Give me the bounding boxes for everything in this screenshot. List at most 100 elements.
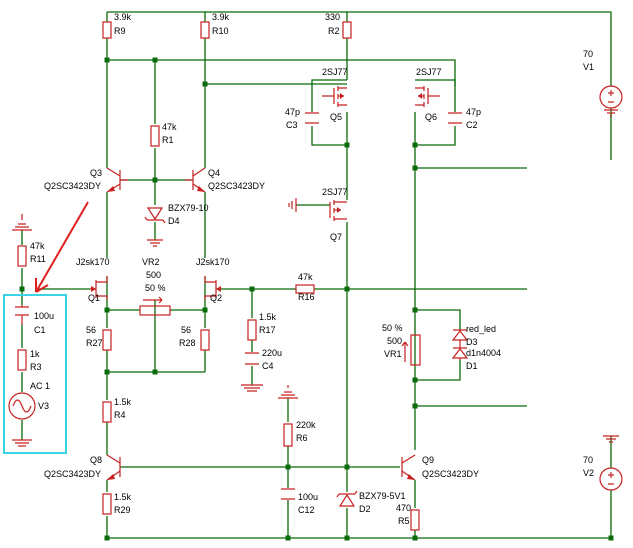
svg-text:47k: 47k — [162, 122, 177, 132]
svg-text:V1: V1 — [583, 62, 594, 72]
ground-symbol-d4 — [147, 239, 163, 247]
svg-text:D4: D4 — [168, 216, 180, 226]
transistor-q2: J2sk170 Q2 — [196, 257, 230, 303]
svg-text:D2: D2 — [359, 504, 371, 514]
svg-text:Q2SC3423DY: Q2SC3423DY — [208, 181, 265, 191]
svg-text:BZX79-10: BZX79-10 — [168, 203, 209, 213]
svg-text:Q9: Q9 — [422, 455, 434, 465]
svg-text:AC 1: AC 1 — [30, 381, 50, 391]
svg-text:2SJ77: 2SJ77 — [322, 187, 348, 197]
svg-text:47p: 47p — [285, 107, 300, 117]
resistor-r3: 1k R3 — [17, 349, 42, 372]
svg-text:56: 56 — [181, 325, 191, 335]
transistor-q3: Q3 Q2SC3423DY — [44, 167, 128, 193]
svg-text:50 %: 50 % — [145, 283, 166, 293]
svg-text:R9: R9 — [114, 26, 126, 36]
svg-text:R3: R3 — [30, 362, 42, 372]
svg-text:red_led: red_led — [466, 324, 496, 334]
svg-text:Q1: Q1 — [88, 293, 100, 303]
ground-symbol-q7-gate — [288, 198, 297, 212]
svg-text:1.5k: 1.5k — [259, 312, 277, 322]
svg-text:100u: 100u — [34, 311, 54, 321]
ground-symbol-c4 — [241, 384, 263, 392]
svg-text:100u: 100u — [298, 492, 318, 502]
svg-text:C3: C3 — [286, 120, 298, 130]
svg-text:V2: V2 — [583, 468, 594, 478]
svg-text:220u: 220u — [262, 348, 282, 358]
svg-text:70: 70 — [583, 455, 593, 465]
svg-text:47k: 47k — [30, 241, 45, 251]
resistor-r27: 56 R27 — [86, 325, 112, 351]
capacitor-c2: 47p C2 — [448, 107, 481, 130]
resistor-r9: 3.9k R9 — [102, 12, 132, 39]
svg-text:C4: C4 — [262, 361, 274, 371]
svg-text:J2sk170: J2sk170 — [196, 257, 230, 267]
transistor-q9: Q9 Q2SC3423DY — [401, 454, 479, 481]
svg-text:C1: C1 — [34, 325, 46, 335]
svg-text:VR1: VR1 — [384, 349, 402, 359]
svg-text:Q4: Q4 — [208, 168, 220, 178]
svg-text:D3: D3 — [466, 337, 478, 347]
resistor-r1: 47k R1 — [150, 122, 177, 147]
svg-text:2SJ77: 2SJ77 — [416, 67, 442, 77]
svg-text:Q7: Q7 — [330, 232, 342, 242]
svg-text:Q3: Q3 — [90, 168, 102, 178]
svg-text:R6: R6 — [296, 433, 308, 443]
svg-text:VR2: VR2 — [142, 257, 160, 267]
svg-text:R29: R29 — [114, 505, 131, 515]
svg-text:Q8: Q8 — [90, 455, 102, 465]
capacitor-c12: 100u C12 — [281, 488, 318, 515]
capacitor-c1: 100u C1 — [15, 305, 54, 335]
resistor-r5: 470 R5 — [396, 503, 420, 531]
ground-symbol-v2 — [603, 435, 619, 443]
svg-text:R16: R16 — [298, 292, 315, 302]
resistor-r11: 47k R11 — [17, 241, 46, 267]
transistor-q4: Q4 Q2SC3423DY — [185, 167, 265, 193]
svg-text:R1: R1 — [162, 135, 174, 145]
transistor-q1: J2sk170 Q1 — [76, 257, 110, 303]
ground-symbol-v1 — [604, 109, 618, 117]
svg-text:C2: C2 — [466, 120, 478, 130]
ground-symbol-r6 — [278, 385, 298, 399]
svg-text:Q5: Q5 — [330, 112, 342, 122]
svg-text:R4: R4 — [114, 410, 126, 420]
svg-text:50 %: 50 % — [382, 323, 403, 333]
zener-d2: BZX79-5V1 D2 — [336, 490, 406, 514]
transistor-q5: 2SJ77 Q5 — [322, 67, 348, 122]
transistor-q7: 2SJ77 Q7 — [322, 187, 348, 242]
svg-text:V3: V3 — [38, 401, 49, 411]
svg-text:500: 500 — [146, 270, 161, 280]
svg-text:D1: D1 — [466, 361, 478, 371]
resistor-r16: 47k R16 — [295, 272, 315, 302]
ground-symbol-input — [12, 439, 32, 447]
svg-text:1.5k: 1.5k — [114, 397, 132, 407]
svg-text:R11: R11 — [30, 254, 46, 264]
resistor-r4: 1.5k R4 — [102, 397, 132, 423]
diode-d1: d1n4004 D1 — [451, 340, 501, 371]
red-arrow-annotation — [35, 201, 89, 293]
svg-text:220k: 220k — [296, 420, 316, 430]
resistor-r17: 1.5k R17 — [247, 312, 277, 341]
svg-text:Q2SC3423DY: Q2SC3423DY — [422, 469, 479, 479]
svg-text:56: 56 — [86, 325, 96, 335]
svg-text:Q6: Q6 — [425, 112, 437, 122]
svg-text:Q2SC3423DY: Q2SC3423DY — [44, 469, 101, 479]
svg-text:3.9k: 3.9k — [212, 12, 230, 22]
svg-text:1k: 1k — [30, 349, 40, 359]
svg-text:R2: R2 — [328, 26, 340, 36]
zener-d4: BZX79-10 D4 — [144, 203, 209, 226]
svg-text:470: 470 — [396, 503, 411, 513]
svg-text:R17: R17 — [259, 325, 276, 335]
svg-text:C12: C12 — [298, 505, 315, 515]
svg-text:Q2: Q2 — [210, 293, 222, 303]
voltage-source-v2: 70 V2 — [583, 455, 623, 491]
potentiometer-vr2: VR2 500 50 % — [139, 257, 171, 316]
resistor-r10: 3.9k R10 — [200, 12, 230, 39]
svg-text:47p: 47p — [466, 107, 481, 117]
resistor-r6: 220k R6 — [283, 420, 316, 447]
svg-text:R5: R5 — [398, 516, 410, 526]
capacitor-c3: 47p C3 — [285, 107, 319, 130]
svg-text:1.5k: 1.5k — [114, 492, 132, 502]
